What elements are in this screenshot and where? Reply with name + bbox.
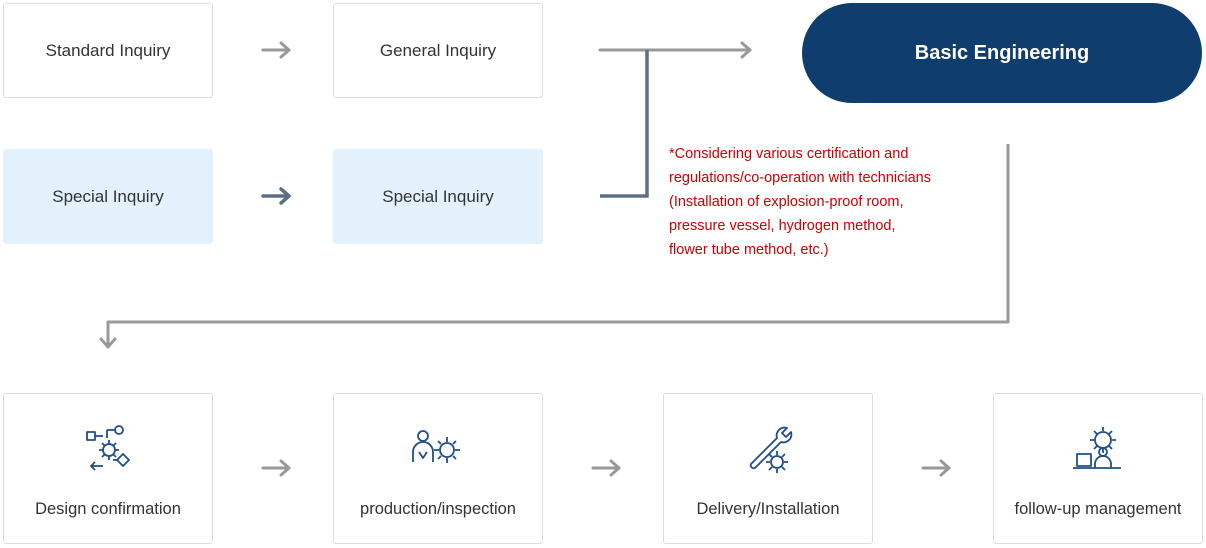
special-inquiry-label-1: Special Inquiry xyxy=(52,186,164,206)
arrow-design-to-production xyxy=(261,459,291,477)
step-production-inspection: production/inspection xyxy=(333,393,543,544)
note-line: flower tube method, etc.) xyxy=(669,242,829,258)
standard-inquiry-label: Standard Inquiry xyxy=(45,40,171,60)
design-flow-gear-icon xyxy=(86,425,130,471)
arrow-delivery-to-followup xyxy=(921,459,951,477)
special-inquiry-box-2: Special Inquiry xyxy=(333,149,543,244)
arrow-special-to-special xyxy=(261,187,291,205)
arrow-basic-to-design xyxy=(99,144,1010,349)
note-line: *Considering various certification and xyxy=(669,146,909,162)
step-label: Design confirmation xyxy=(35,500,181,518)
special-inquiry-label-2: Special Inquiry xyxy=(382,186,494,206)
computer-operator-gear-icon xyxy=(1073,427,1121,469)
step-design-confirmation: Design confirmation xyxy=(3,393,213,544)
arrow-general-to-basic xyxy=(598,41,752,59)
arrow-standard-to-general xyxy=(261,41,291,59)
certification-note: *Considering various certification and r… xyxy=(669,142,931,262)
general-inquiry-box: General Inquiry xyxy=(333,3,543,98)
note-line: (Installation of explosion-proof room, xyxy=(669,194,904,210)
note-line: regulations/co-operation with technician… xyxy=(669,170,931,186)
basic-engineering-label: Basic Engineering xyxy=(914,41,1090,64)
standard-inquiry-box: Standard Inquiry xyxy=(3,3,213,98)
step-label: production/inspection xyxy=(360,500,516,518)
note-line: pressure vessel, hydrogen method, xyxy=(669,218,896,234)
general-inquiry-label: General Inquiry xyxy=(379,40,497,60)
worker-gear-icon xyxy=(412,430,460,463)
arrow-production-to-delivery xyxy=(591,459,621,477)
special-join-line xyxy=(600,50,649,198)
basic-engineering-pill: Basic Engineering xyxy=(802,3,1202,103)
step-label: Delivery/Installation xyxy=(696,500,840,518)
step-follow-up-management: follow-up management xyxy=(993,393,1203,544)
step-label: follow-up management xyxy=(1014,500,1182,518)
step-delivery-installation: Delivery/Installation xyxy=(663,393,873,544)
special-inquiry-box-1: Special Inquiry xyxy=(3,149,213,244)
wrench-gear-icon xyxy=(749,426,793,473)
